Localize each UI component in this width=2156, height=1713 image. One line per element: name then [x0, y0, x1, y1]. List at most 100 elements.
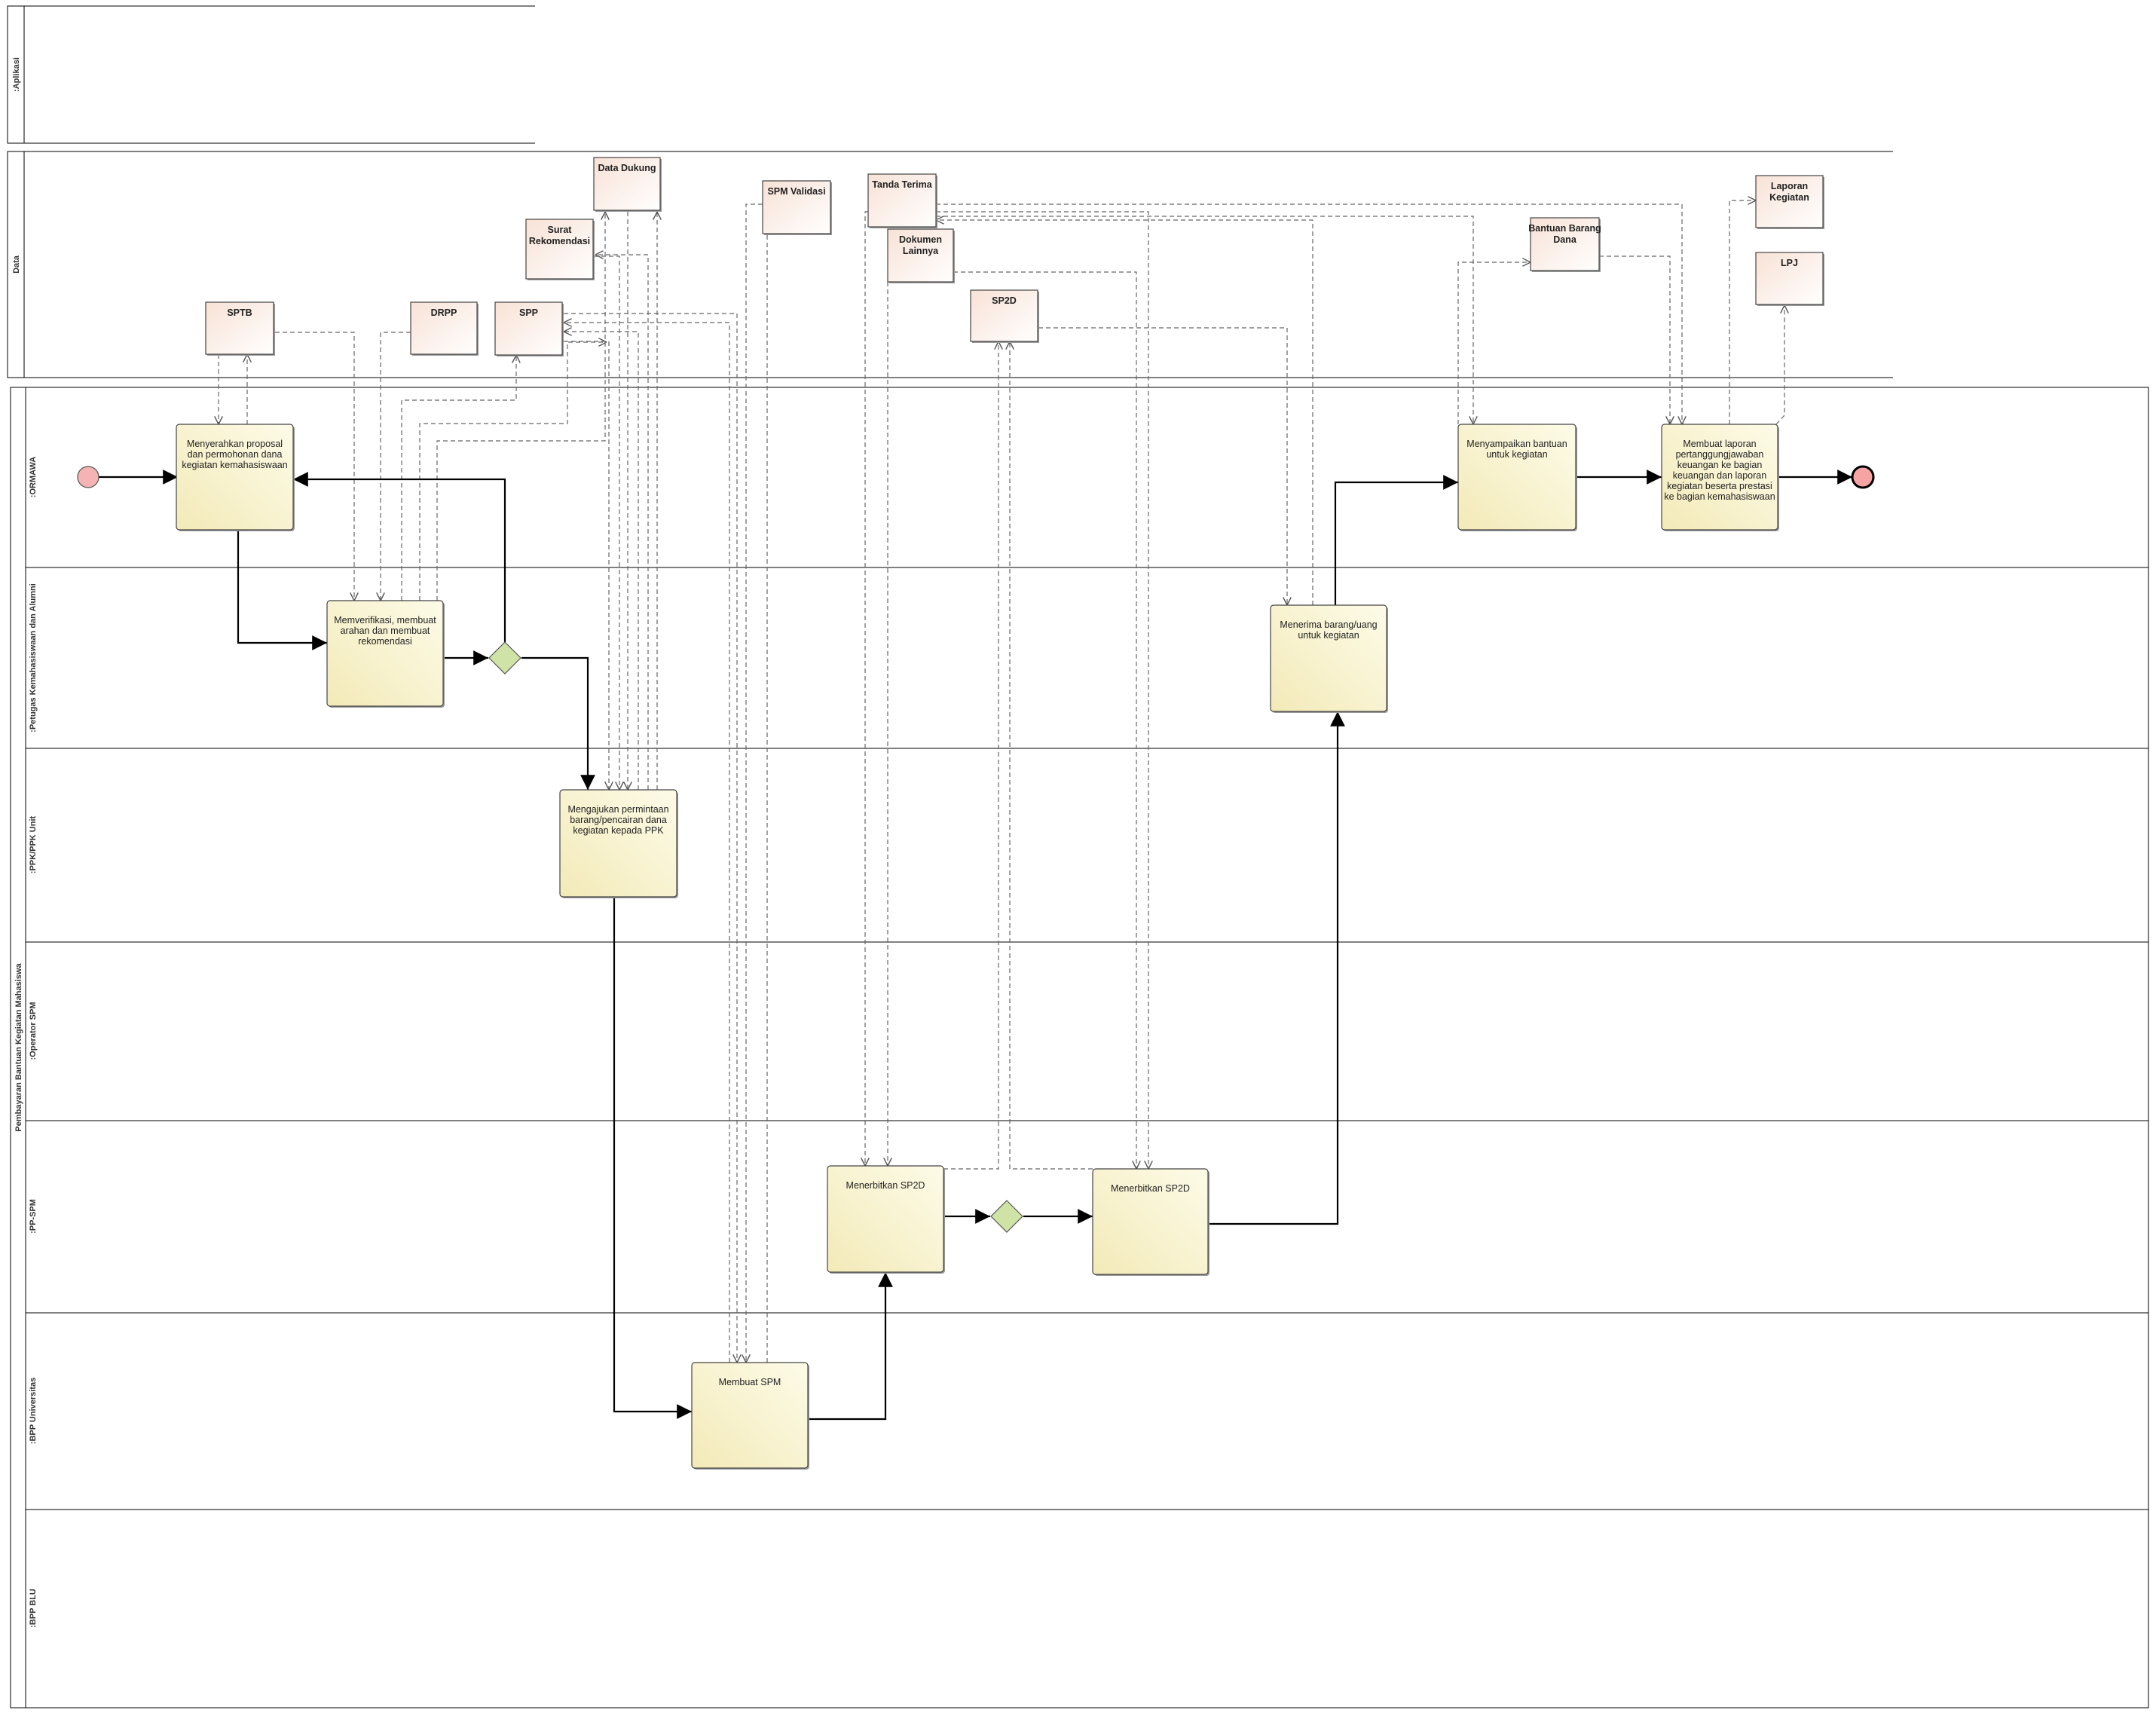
flow-t1-to-t2	[237, 530, 327, 650]
assoc-tanda-to-t6	[936, 211, 1148, 1169]
task-label-line: Mengajukan permintaan	[567, 804, 668, 815]
task-label-line: Menerbitkan SP2D	[1111, 1183, 1190, 1194]
data-object-tanda[interactable]: Tanda Terima	[867, 173, 937, 228]
task-label-line: kegiatan beserta prestasi	[1667, 481, 1772, 491]
data-object-label-line: Rekomendasi	[529, 236, 590, 246]
task-label-line: Membuat SPM	[719, 1377, 781, 1387]
data-object-box	[762, 180, 831, 234]
data-object-label-line: Surat	[548, 225, 573, 235]
task-box	[1270, 604, 1387, 712]
flow-t4-to-t5	[808, 1272, 893, 1421]
flow-gw1-to-t3	[521, 656, 595, 790]
pool-aplikasi: :Aplikasi	[7, 5, 535, 144]
data-object-box	[494, 301, 563, 356]
task-label-line: Membuat laporan	[1683, 439, 1756, 449]
decision-gateway-1[interactable]	[488, 641, 521, 674]
data-object-label-line: DRPP	[431, 307, 457, 318]
task-t9[interactable]: Membuat laporanpertanggungjawabankeuanga…	[1661, 424, 1779, 531]
data-object-lpj[interactable]: LPJ	[1755, 252, 1824, 306]
task-label-line: Menerima barang/uang	[1280, 619, 1377, 630]
data-object-label-line: SPP	[519, 307, 538, 318]
data-object-label-line: Data Dukung	[598, 163, 656, 173]
lane-title-ppspm: :PP-SPM	[29, 1199, 38, 1234]
lane-title-operator-spm: :Operator SPM	[29, 1002, 38, 1060]
assoc-t2-to-surat	[419, 342, 607, 601]
assoc-bantuan-to-t9	[1599, 255, 1670, 424]
data-object-label-line: Kegiatan	[1769, 192, 1809, 203]
assoc-t6-to-sp2d	[1010, 341, 1093, 1170]
lane-title-bpp-universitas: :BPP Universitas	[29, 1378, 38, 1444]
data-object-label-line: Laporan	[1771, 181, 1808, 191]
task-label-line: rekomendasi	[358, 636, 412, 647]
flow-t7-to-t8	[1334, 475, 1458, 605]
data-object-box	[1755, 175, 1824, 228]
data-object-label-line: Tanda Terima	[872, 179, 932, 190]
task-label-line: Menerbitkan SP2D	[846, 1180, 925, 1191]
assoc-t2-to-spp	[401, 355, 516, 601]
data-object-drpp[interactable]: DRPP	[410, 301, 479, 356]
task-t4[interactable]: Membuat SPM	[691, 1362, 809, 1470]
assoc-sp2d-to-t7	[1038, 327, 1287, 605]
data-object-label-line: Bantuan Barang	[1528, 223, 1601, 234]
assoc-t4-to-spp	[564, 323, 730, 1363]
task-label-line: kegiatan kemahasiswaan	[182, 460, 287, 470]
data-object-box	[525, 219, 594, 280]
data-object-box	[593, 157, 661, 211]
task-box	[1661, 424, 1778, 531]
data-object-label-line: SP2D	[992, 295, 1017, 306]
lane-title-ormawa: :ORMAWA	[29, 457, 38, 497]
lane-title-ppk: :PPK/PPK Unit	[29, 815, 38, 873]
task-t5[interactable]: Menerbitkan SP2D	[827, 1165, 945, 1274]
data-object-spp[interactable]: SPP	[494, 301, 564, 356]
data-object-label-line: SPTB	[227, 307, 252, 318]
data-object-dukung[interactable]: Data Dukung	[593, 157, 662, 212]
assoc-t3-to-spp	[564, 332, 639, 790]
pool-main-title: Pembayaran Bantuan Kegiatan Mahasiswa	[14, 963, 23, 1132]
assoc-tanda-to-t8	[936, 216, 1473, 424]
flow-t3-to-t4	[613, 897, 692, 1419]
assoc-spp-to-t4	[564, 313, 737, 1363]
data-object-box	[970, 289, 1038, 342]
task-label-line: keuangan ke bagian	[1677, 460, 1763, 470]
task-label-line: kegiatan kepada PPK	[573, 825, 664, 836]
assoc-sptb-to-t2	[275, 332, 354, 601]
data-object-spmval[interactable]: SPM Validasi	[762, 180, 832, 235]
flow-gw1-to-t1	[293, 472, 506, 643]
task-box	[827, 1165, 944, 1273]
data-object-box	[410, 301, 478, 355]
task-t6[interactable]: Menerbitkan SP2D	[1092, 1168, 1210, 1276]
flow-t6-to-t7	[1208, 711, 1345, 1225]
task-box	[559, 789, 677, 898]
data-object-label-line: SPM Validasi	[767, 186, 825, 197]
decision-gateway-2[interactable]	[990, 1200, 1023, 1233]
task-box	[691, 1362, 809, 1469]
start-event[interactable]	[77, 466, 99, 488]
lane-title-bpp-blu: :BPP BLU	[29, 1589, 38, 1628]
assoc-tanda-to-t9	[936, 203, 1682, 424]
pool-main: Pembayaran Bantuan Kegiatan Mahasiswa	[10, 387, 2149, 1708]
assoc-t3-to-surat	[595, 255, 649, 790]
data-object-sptb[interactable]: SPTB	[205, 301, 275, 356]
data-object-sp2d[interactable]: SP2D	[970, 289, 1039, 343]
data-object-box	[887, 228, 954, 283]
assoc-spp-to-t3	[564, 341, 609, 790]
task-label-line: ke bagian kemahasiswaan	[1664, 491, 1775, 502]
assoc-t9-to-lapkeg	[1729, 200, 1756, 424]
task-label-line: untuk kegiatan	[1298, 630, 1359, 641]
data-object-box	[1755, 252, 1824, 305]
assoc-t7-to-tanda	[936, 220, 1313, 605]
assoc-tanda-to-t5	[865, 211, 868, 1166]
data-object-box	[1530, 217, 1600, 271]
end-event[interactable]	[1851, 465, 1875, 489]
